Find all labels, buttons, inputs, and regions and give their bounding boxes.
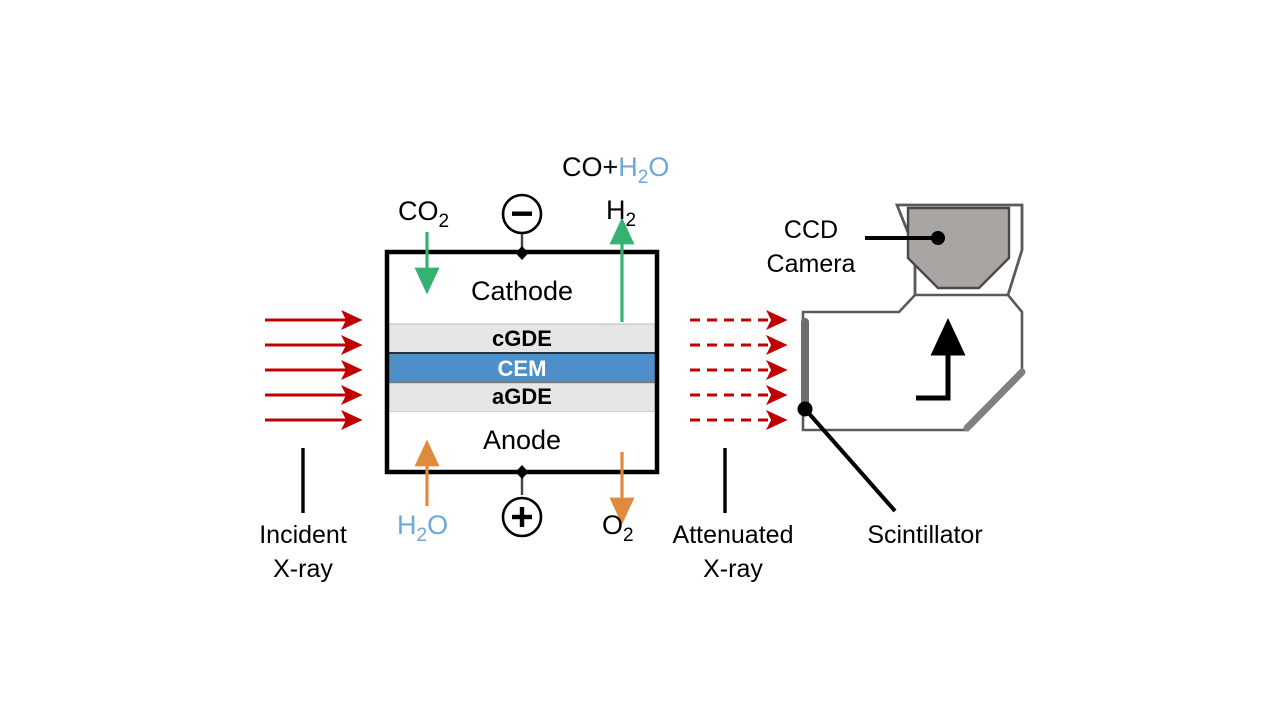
species-labels: CO2 CO+H2O H2 H2O O2 <box>397 152 669 546</box>
light-path-arrow <box>916 318 966 401</box>
label-co-plus-h2o: CO+H2O <box>562 152 669 188</box>
ccd-leader-dot <box>931 231 945 245</box>
cell-label-agde: aGDE <box>492 384 552 409</box>
positive-terminal <box>501 465 543 538</box>
incident-xray-caption-line1: Incident <box>259 521 347 549</box>
label-h2: H2 <box>606 195 636 231</box>
attenuated-xray-beams <box>690 309 788 431</box>
positive-terminal-node <box>515 465 529 479</box>
scintillator-leader-line <box>803 407 897 513</box>
ccd-camera-caption-line1: CCD <box>784 216 838 244</box>
ccd-sensor-body <box>906 206 1011 290</box>
ccd-camera <box>895 203 1024 297</box>
cell-label-anode: Anode <box>483 425 561 455</box>
negative-terminal <box>501 193 543 260</box>
incident-xray-caption-line2: X-ray <box>273 555 333 583</box>
incident-xray-beams <box>265 309 363 431</box>
ccd-camera-annotation: CCD Camera <box>767 216 945 278</box>
label-h2o: H2O <box>397 510 448 546</box>
gas-flow-arrows <box>414 217 635 525</box>
attenuated-xray-caption-line2: X-ray <box>703 555 763 583</box>
ccd-camera-caption-line2: Camera <box>767 250 856 278</box>
mirror <box>963 368 1026 432</box>
scintillator-caption: Scintillator <box>867 521 982 549</box>
cell-layer-cem <box>386 352 658 384</box>
attenuated-xray-annotation: Attenuated X-ray <box>673 448 794 583</box>
cell-layer-agde <box>386 382 658 413</box>
scintillator-annotation: Scintillator <box>797 401 983 549</box>
incident-xray-annotation: Incident X-ray <box>259 448 347 583</box>
negative-terminal-node <box>515 246 529 260</box>
electrolyzer-cell: Cathode cGDE CEM aGDE Anode <box>384 249 660 475</box>
cell-label-cgde: cGDE <box>492 326 552 351</box>
cell-label-cem: CEM <box>498 356 547 381</box>
cell-layer-cgde <box>386 323 658 354</box>
cell-label-cathode: Cathode <box>471 276 573 306</box>
label-co2: CO2 <box>398 196 449 232</box>
attenuated-xray-caption-line1: Attenuated <box>673 521 794 549</box>
label-o2: O2 <box>602 510 634 546</box>
scintillator-bar <box>801 318 809 411</box>
